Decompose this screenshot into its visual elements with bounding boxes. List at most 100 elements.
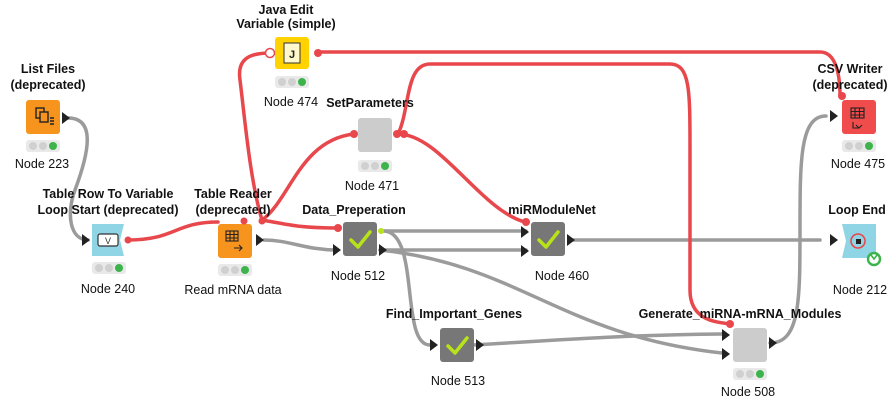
- connection-512-to-508[interactable]: [378, 248, 724, 355]
- check-icon: [349, 230, 372, 249]
- node-label[interactable]: Node 475: [831, 157, 885, 171]
- node-label[interactable]: Node 212: [833, 283, 887, 297]
- variable-input-port[interactable]: [264, 47, 276, 59]
- node-label[interactable]: Node 474: [264, 95, 318, 109]
- node-csv-writer[interactable]: CSV Writer (deprecated) Node 475: [812, 62, 887, 171]
- variable-output-port[interactable]: [314, 49, 322, 57]
- var-connection-474-to-475[interactable]: [318, 50, 842, 98]
- node-label[interactable]: Read mRNA data: [184, 283, 281, 297]
- loop-end-icon: [850, 233, 866, 249]
- check-icon: [537, 230, 560, 249]
- connection-513-to-508[interactable]: [470, 332, 724, 347]
- status-light-yellow: [746, 370, 754, 378]
- variable-port[interactable]: [240, 217, 248, 225]
- node-java-edit-variable[interactable]: Java Edit Variable (simple) J Node 474: [236, 3, 335, 109]
- node-find-important-genes[interactable]: Find_Important_Genes Node 513: [386, 307, 522, 388]
- input-port[interactable]: [521, 245, 529, 257]
- node-title: Generate_miRNA-mRNA_Modules: [639, 307, 842, 321]
- csv-writer-icon: [850, 107, 865, 129]
- output-port[interactable]: [256, 234, 264, 246]
- input-port[interactable]: [830, 234, 838, 246]
- variable-output-port[interactable]: [124, 236, 132, 244]
- node-title: Variable (simple): [236, 17, 335, 31]
- output-port[interactable]: [567, 234, 575, 246]
- variable-input-port[interactable]: [522, 218, 530, 226]
- connection-223-to-240[interactable]: [66, 116, 90, 242]
- node-label[interactable]: Node 471: [345, 179, 399, 193]
- var-connection-240-to-reader[interactable]: [126, 220, 220, 242]
- node-label[interactable]: Node 512: [331, 269, 385, 283]
- status-light-red: [845, 142, 853, 150]
- node-icon-box[interactable]: [343, 222, 377, 256]
- variable-output-port[interactable]: [393, 130, 401, 138]
- output-port[interactable]: [769, 337, 777, 349]
- node-label[interactable]: Node 513: [431, 374, 485, 388]
- java-snippet-icon: J: [283, 42, 301, 64]
- status-light-red: [95, 264, 103, 272]
- node-title: Table Reader: [194, 187, 272, 201]
- output-port[interactable]: [476, 339, 484, 351]
- output-port[interactable]: [379, 244, 387, 256]
- status-light-yellow: [231, 266, 239, 274]
- connection-512-to-513[interactable]: [383, 229, 432, 347]
- var-connection-reader-to-512[interactable]: [260, 218, 339, 230]
- node-generate-modules[interactable]: Generate_miRNA-mRNA_Modules Node 508: [639, 307, 842, 399]
- status-light-red: [29, 142, 37, 150]
- variable-input-port[interactable]: [726, 320, 734, 328]
- input-port[interactable]: [82, 234, 90, 246]
- var-connection-471-to-460[interactable]: [396, 132, 527, 224]
- node-title: Find_Important_Genes: [386, 307, 522, 321]
- check-icon: [446, 336, 469, 355]
- status-light-yellow: [288, 78, 296, 86]
- status-light-green: [381, 162, 389, 170]
- svg-text:V: V: [105, 236, 111, 246]
- node-loop-start[interactable]: Table Row To Variable Loop Start (deprec…: [38, 187, 179, 296]
- status-light-green: [298, 78, 306, 86]
- connection-508-to-475[interactable]: [768, 114, 828, 345]
- status-light-yellow: [371, 162, 379, 170]
- node-title: Data_Preperation: [302, 203, 406, 217]
- status-light-green: [49, 142, 57, 150]
- status-light-green: [865, 142, 873, 150]
- input-port[interactable]: [830, 110, 838, 122]
- loop-arrows-icon: [866, 251, 882, 267]
- node-label[interactable]: Node 460: [535, 269, 589, 283]
- var-connection-reader-to-471[interactable]: [260, 132, 356, 222]
- node-mirmodulenet[interactable]: miRModuleNet Node 460: [508, 203, 596, 283]
- var-connection-471-to-508[interactable]: [396, 62, 732, 326]
- status-light-yellow: [105, 264, 113, 272]
- status-light-red: [278, 78, 286, 86]
- node-title: Loop Start (deprecated): [38, 203, 179, 217]
- output-port[interactable]: [62, 112, 70, 124]
- node-icon-box[interactable]: [440, 328, 474, 362]
- files-icon: [35, 107, 54, 125]
- node-icon-box[interactable]: [733, 328, 767, 362]
- input-port[interactable]: [722, 348, 730, 360]
- node-loop-end[interactable]: Loop End Node 212: [828, 203, 887, 297]
- connection-reader-to-512[interactable]: [262, 238, 339, 252]
- node-set-parameters[interactable]: SetParameters Node 471: [326, 96, 414, 193]
- input-port[interactable]: [333, 244, 341, 256]
- node-title: Loop End: [828, 203, 886, 217]
- node-icon-box[interactable]: [358, 118, 392, 152]
- node-data-preperation[interactable]: Data_Preperation Node 512: [302, 203, 406, 283]
- node-label[interactable]: Node 223: [15, 157, 69, 171]
- input-port[interactable]: [722, 329, 730, 341]
- var-connection-reader-to-474[interactable]: [237, 51, 272, 222]
- node-title: List Files: [21, 62, 75, 76]
- node-label[interactable]: Node 240: [81, 282, 135, 296]
- node-list-files[interactable]: List Files (deprecated) Node 223: [10, 62, 85, 171]
- variable-input-port[interactable]: [334, 224, 342, 232]
- input-port[interactable]: [430, 339, 438, 351]
- output-port[interactable]: [378, 228, 384, 234]
- variable-input-port[interactable]: [350, 130, 358, 138]
- variable-output-port[interactable]: [400, 130, 408, 138]
- node-icon-box[interactable]: [531, 222, 565, 256]
- node-table-reader[interactable]: Table Reader (deprecated) Read mRNA data: [184, 187, 281, 297]
- variable-port[interactable]: [258, 217, 266, 225]
- variable-input-port[interactable]: [838, 92, 846, 100]
- table-reader-icon: [225, 230, 243, 252]
- node-label[interactable]: Node 508: [721, 385, 775, 399]
- input-port[interactable]: [521, 226, 529, 238]
